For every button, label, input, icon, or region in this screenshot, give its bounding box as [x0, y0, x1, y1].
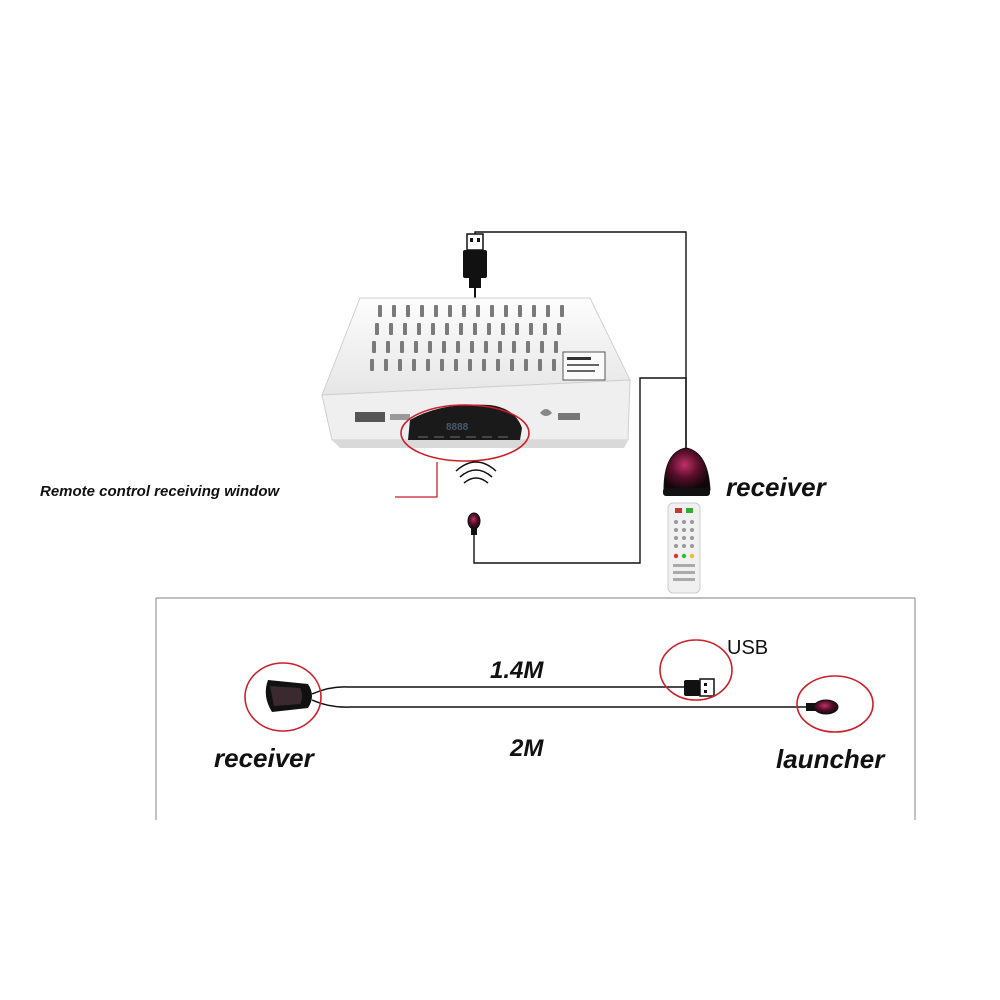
launcher-cable-length-label: 2M: [510, 735, 544, 762]
launcher-highlight-circle: [796, 675, 874, 733]
receiver-top-label: receiver: [726, 472, 826, 502]
usb-plug-icon: [463, 233, 487, 298]
product-cables: [311, 686, 808, 708]
receiver-bottom-label: receiver: [214, 743, 314, 773]
product-panel: [155, 597, 916, 820]
window-leader-line: [395, 462, 438, 498]
launcher-emitter: [467, 512, 481, 535]
launcher-bottom-device: [806, 699, 839, 715]
usb-label: USB: [727, 637, 769, 659]
ir-signal-icon: [455, 461, 497, 484]
remote-window-caption: Remote control receiving window: [40, 483, 280, 500]
receiver-dome: [663, 447, 711, 496]
set-top-box: 8888: [321, 297, 631, 448]
window-highlight-circle: [400, 404, 530, 462]
remote-control: [667, 502, 701, 594]
usb-highlight-circle: [659, 639, 733, 701]
receiver-bottom-device: [265, 680, 312, 712]
receiver-highlight-circle: [244, 662, 322, 732]
usb-cable-length-label: 1.4M: [490, 657, 544, 684]
svg-text:8888: 8888: [446, 422, 469, 433]
launcher-cable: [473, 377, 687, 564]
vent-grille: [370, 305, 564, 371]
launcher-label: launcher: [776, 744, 885, 774]
usb-connector-icon: [684, 678, 715, 697]
